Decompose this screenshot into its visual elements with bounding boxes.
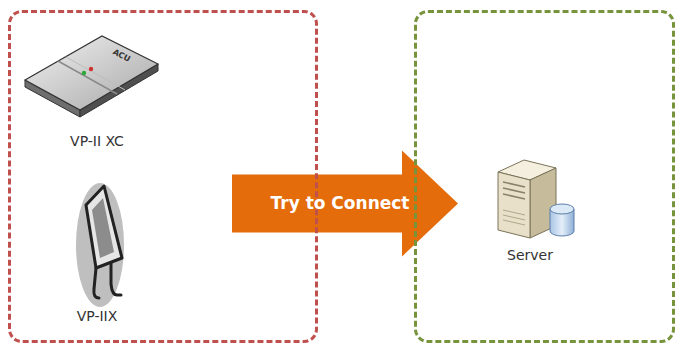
bracket-device-icon [76, 183, 124, 307]
acu-device-icon [25, 36, 158, 117]
server-label: Server [507, 247, 553, 264]
block-arrow [232, 151, 458, 257]
arrow-label: Try to Connect [271, 193, 410, 213]
device-group: VP-II XC VP-IIX [8, 10, 318, 343]
server-icon [498, 160, 574, 238]
device-label: VP-IIX [77, 308, 118, 325]
server-group: Server [414, 10, 675, 343]
device-label: VP-II XC [70, 133, 124, 150]
